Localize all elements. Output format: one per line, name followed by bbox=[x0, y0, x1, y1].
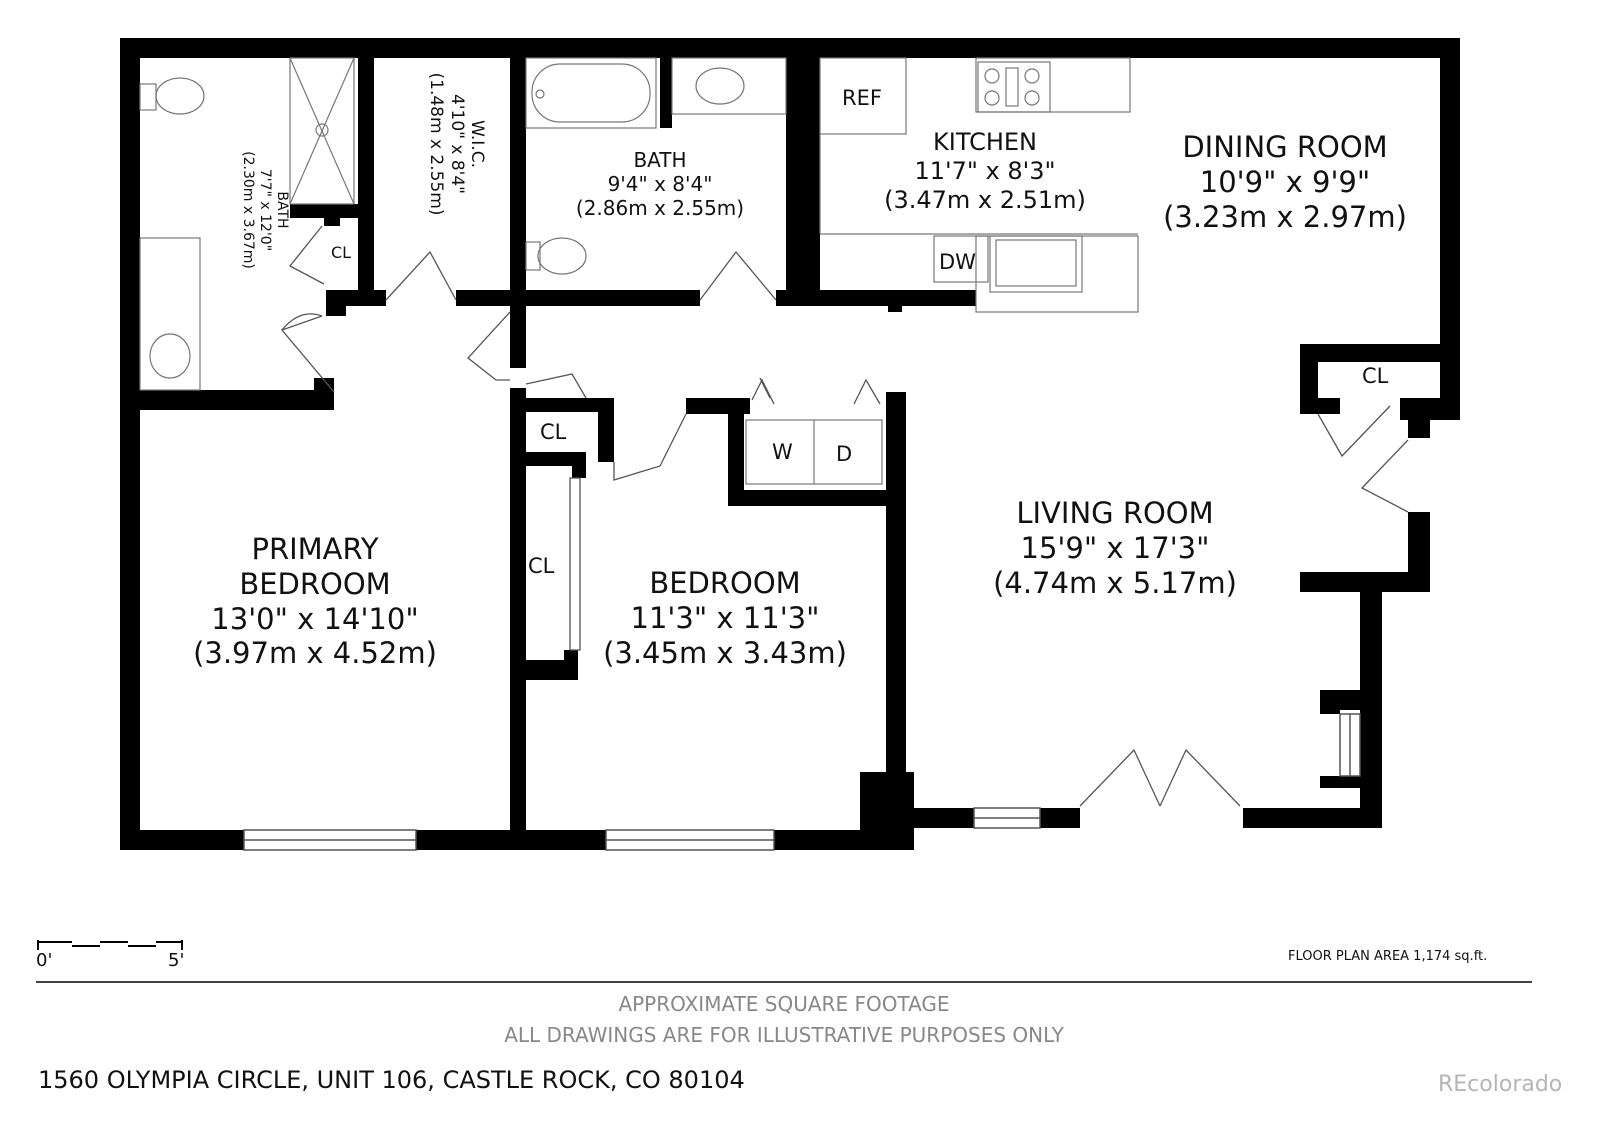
dining-room-label: DINING ROOM 10'9" x 9'9" (3.23m x 2.97m) bbox=[1160, 130, 1410, 234]
fixtures bbox=[139, 57, 1139, 485]
primary-bedroom-dims-ft: 13'0" x 14'10" bbox=[211, 601, 419, 636]
primary-bedroom-name2: BEDROOM bbox=[239, 566, 391, 601]
scale-end-label: 5' bbox=[168, 950, 185, 971]
closet-label-dining: CL bbox=[1362, 364, 1389, 388]
living-room-label: LIVING ROOM 15'9" x 17'3" (4.74m x 5.17m… bbox=[990, 496, 1240, 600]
wic-name: W.I.C. bbox=[467, 120, 487, 168]
dining-room-dims-ft: 10'9" x 9'9" bbox=[1199, 164, 1371, 199]
closet-label-primary-bath: CL bbox=[331, 243, 352, 262]
bath-label: BATH 9'4" x 8'4" (2.86m x 2.55m) bbox=[560, 148, 760, 220]
bedroom-dims-m: (3.45m x 3.43m) bbox=[603, 635, 847, 670]
refrigerator-label: REF bbox=[842, 86, 882, 110]
scale-start-label: 0' bbox=[36, 950, 53, 971]
dryer-label: D bbox=[836, 442, 853, 466]
closet-label-bedroom: CL bbox=[528, 554, 555, 578]
dishwasher-label: DW bbox=[939, 250, 976, 274]
disclaimer-line1: APPROXIMATE SQUARE FOOTAGE bbox=[618, 992, 950, 1016]
disclaimer-line2: ALL DRAWINGS ARE FOR ILLUSTRATIVE PURPOS… bbox=[504, 1023, 1064, 1047]
washer-label: W bbox=[772, 440, 793, 464]
living-room-dims-m: (4.74m x 5.17m) bbox=[993, 565, 1237, 600]
kitchen-label: KITCHEN 11'7" x 8'3" (3.47m x 2.51m) bbox=[880, 128, 1090, 214]
bedroom-dims-ft: 11'3" x 11'3" bbox=[630, 600, 820, 635]
kitchen-name: KITCHEN bbox=[933, 128, 1037, 156]
recolorado-watermark: REcolorado bbox=[1438, 1072, 1563, 1097]
dining-room-name: DINING ROOM bbox=[1182, 130, 1388, 164]
primary-bedroom-dims-m: (3.97m x 4.52m) bbox=[193, 636, 437, 671]
primary-bath-name: BATH bbox=[274, 191, 290, 229]
bath-dims-ft: 9'4" x 8'4" bbox=[607, 172, 713, 196]
kitchen-dims-ft: 11'7" x 8'3" bbox=[914, 156, 1056, 185]
primary-bedroom-label: PRIMARY BEDROOM 13'0" x 14'10" (3.97m x … bbox=[190, 532, 440, 671]
living-room-name: LIVING ROOM bbox=[1016, 496, 1214, 530]
property-address: 1560 OLYMPIA CIRCLE, UNIT 106, CASTLE RO… bbox=[38, 1066, 745, 1094]
bedroom-label: BEDROOM 11'3" x 11'3" (3.45m x 3.43m) bbox=[600, 566, 850, 670]
primary-bath-dims-ft: 7'7" x 12'0" bbox=[257, 168, 274, 252]
doors bbox=[280, 225, 1409, 807]
bath-dims-m: (2.86m x 2.55m) bbox=[575, 196, 745, 220]
scale-bar bbox=[37, 940, 183, 950]
wic-dims-m: (1.48m x 2.55m) bbox=[426, 72, 447, 216]
kitchen-dims-m: (3.47m x 2.51m) bbox=[884, 185, 1086, 214]
bedroom-name: BEDROOM bbox=[649, 566, 801, 600]
bath-name: BATH bbox=[633, 148, 687, 172]
wic-dims-ft: 4'10" x 8'4" bbox=[446, 94, 467, 194]
windows bbox=[243, 713, 1361, 851]
floor-plan-area: FLOOR PLAN AREA 1,174 sq.ft. bbox=[1288, 949, 1488, 964]
primary-bath-dims-m: (2.30m x 3.67m) bbox=[240, 151, 257, 269]
wic-label: W.I.C. 4'10" x 8'4" (1.48m x 2.55m) bbox=[426, 49, 487, 239]
primary-bedroom-name1: PRIMARY bbox=[251, 532, 379, 566]
dining-room-dims-m: (3.23m x 2.97m) bbox=[1163, 199, 1407, 234]
primary-bath-label: BATH 7'7" x 12'0" (2.30m x 3.67m) bbox=[240, 120, 290, 300]
closet-label-hall: CL bbox=[540, 420, 567, 444]
living-room-dims-ft: 15'9" x 17'3" bbox=[1020, 530, 1210, 565]
